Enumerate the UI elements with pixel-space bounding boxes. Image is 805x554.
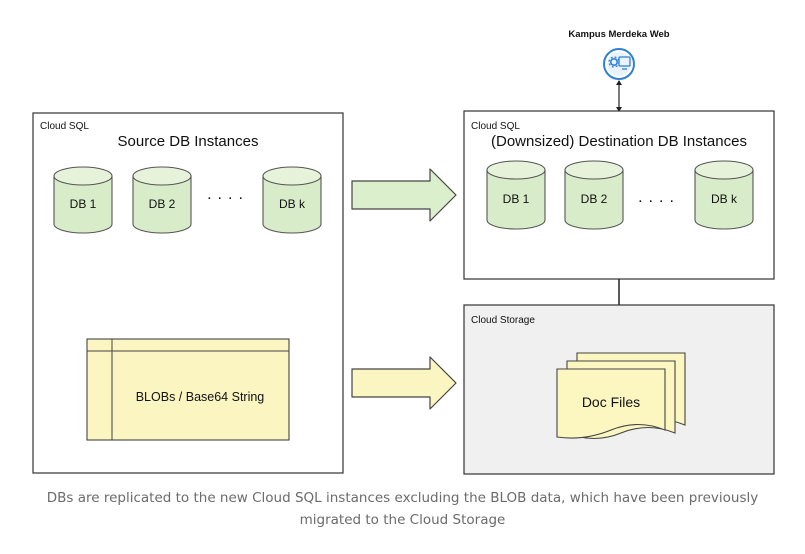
destination-title: (Downsized) Destination DB Instances (491, 133, 747, 150)
doc-files-label: Doc Files (582, 394, 640, 410)
source-db-label-2: DB 2 (149, 197, 176, 211)
web-app-label: Kampus Merdeka Web (568, 29, 669, 40)
destination-ellipsis: .... (638, 189, 680, 206)
blob-label: BLOBs / Base64 String (136, 390, 265, 404)
destination-db-label-1: DB 1 (503, 192, 530, 206)
cloud-storage-box: Cloud Storage Doc Files (463, 304, 775, 475)
destination-db-label-2: DB 2 (581, 192, 608, 206)
figure-caption: DBs are replicated to the new Cloud SQL … (46, 490, 759, 528)
source-db-label-k: DB k (279, 197, 306, 211)
destination-db-cylinder-k: DB k (694, 160, 754, 230)
source-db-label-1: DB 1 (70, 197, 97, 211)
source-box-label: Cloud SQL (40, 121, 89, 132)
source-db-cylinder-1: DB 1 (53, 166, 113, 234)
source-ellipsis: .... (207, 186, 249, 203)
web-app-gear-icon (603, 48, 635, 80)
destination-db-cylinder-1: DB 1 (486, 160, 546, 230)
web-to-destination-connector (616, 80, 622, 112)
destination-db-cylinder-2: DB 2 (564, 160, 624, 230)
destination-cloud-sql-box: Cloud SQL (Downsized) Destination DB Ins… (463, 110, 775, 280)
replication-arrow (351, 168, 457, 222)
doc-files-stack: Doc Files (556, 352, 686, 440)
source-title: Source DB Instances (118, 133, 259, 150)
destination-db-label-k: DB k (711, 192, 738, 206)
source-cloud-sql-box: Cloud SQL Source DB Instances DB 1 DB 2 … (32, 112, 344, 474)
migration-arrow (351, 356, 457, 410)
source-db-cylinder-k: DB k (262, 166, 322, 234)
blob-table: BLOBs / Base64 String (86, 338, 290, 441)
source-db-cylinder-2: DB 2 (132, 166, 192, 234)
storage-box-label: Cloud Storage (471, 315, 535, 326)
destination-box-label: Cloud SQL (471, 121, 520, 132)
